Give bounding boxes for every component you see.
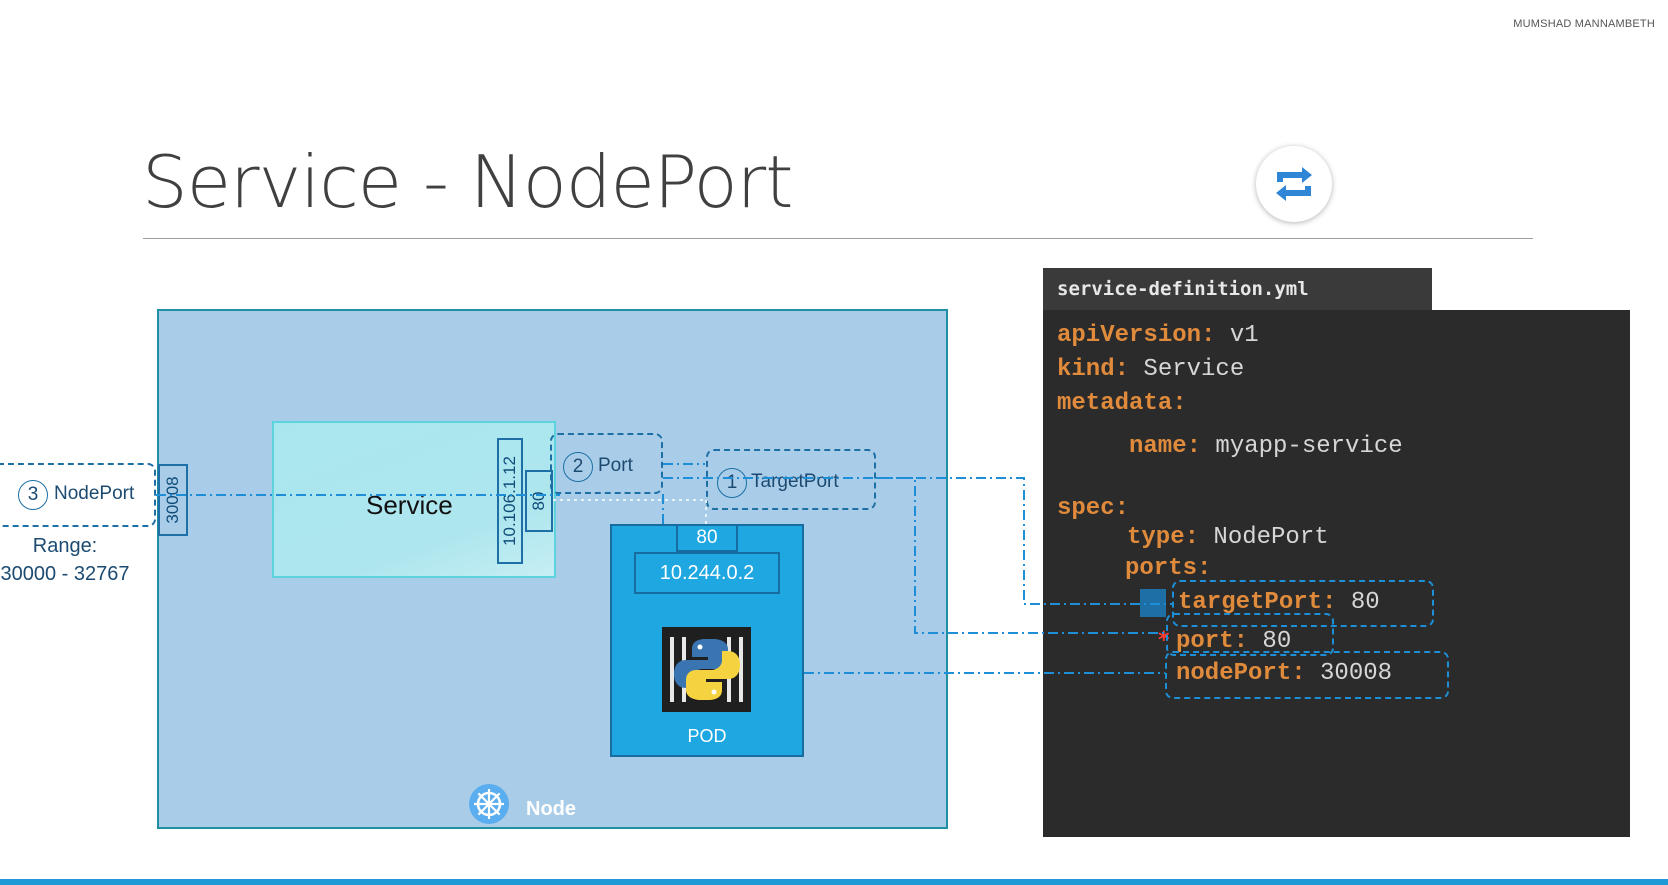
pod-port: 80 xyxy=(676,524,738,552)
targetport-highlight xyxy=(1172,580,1434,627)
targetport-number: 1 xyxy=(717,468,747,498)
yaml-line-spec: spec: xyxy=(1057,495,1130,522)
yaml-line-name: name: myapp-service xyxy=(1129,433,1403,460)
yaml-line-port: port: 80 xyxy=(1176,628,1292,655)
pod-label: POD xyxy=(687,726,727,746)
yaml-line-ports: ports: xyxy=(1125,555,1212,582)
port-highlight xyxy=(1166,613,1334,656)
nodeport-range: Range: 30000 - 32767 xyxy=(0,532,130,588)
targetport-callout: 1 TargetPort xyxy=(706,449,876,510)
required-marker: * xyxy=(1158,628,1170,653)
slide-title: Service - NodePort xyxy=(142,140,793,224)
yaml-line-targetport: targetPort: 80 xyxy=(1178,589,1380,616)
port-callout: 2 Port xyxy=(550,433,663,494)
targetport-yaml-line xyxy=(876,477,1172,605)
nodeport-highlight xyxy=(1165,651,1449,699)
python-container-icon xyxy=(662,627,751,712)
author-name: MUMSHAD MANNAMBETH xyxy=(1513,18,1655,30)
node-port-box: 30008 xyxy=(158,464,188,536)
title-divider xyxy=(143,238,1533,239)
service-ip-box: 10.106.1.12 xyxy=(497,438,523,564)
yaml-line-apiversion: apiVersion: v1 xyxy=(1057,322,1259,349)
node-label: Node xyxy=(526,798,576,820)
range-value: 30000 - 32767 xyxy=(0,563,130,585)
nodeport-callout: 3 NodePort xyxy=(0,463,156,527)
kubernetes-helm-icon xyxy=(469,784,509,824)
footer-accent-bar xyxy=(0,879,1668,885)
nodeport-callout-label: NodePort xyxy=(54,483,135,504)
yaml-line-kind: kind: Service xyxy=(1057,356,1245,383)
port-yaml-line xyxy=(663,477,1166,634)
range-label: Range: xyxy=(32,535,98,557)
nodeport-number: 3 xyxy=(18,480,48,510)
service-port-box: 80 xyxy=(525,470,553,532)
swap-arrows-icon xyxy=(1276,167,1312,201)
yaml-line-nodeport: nodePort: 30008 xyxy=(1176,660,1393,687)
yaml-editor xyxy=(1043,310,1630,837)
targetport-callout-label: TargetPort xyxy=(751,471,839,492)
pod-ip: 10.244.0.2 xyxy=(634,552,780,594)
port-callout-label: Port xyxy=(598,455,633,476)
port-number: 2 xyxy=(563,452,593,482)
swap-button[interactable] xyxy=(1256,146,1332,222)
yaml-file-tab[interactable]: service-definition.yml xyxy=(1043,268,1432,310)
yaml-line-type: type: NodePort xyxy=(1127,524,1329,551)
yaml-line-metadata: metadata: xyxy=(1057,390,1187,417)
service-box xyxy=(272,421,556,578)
